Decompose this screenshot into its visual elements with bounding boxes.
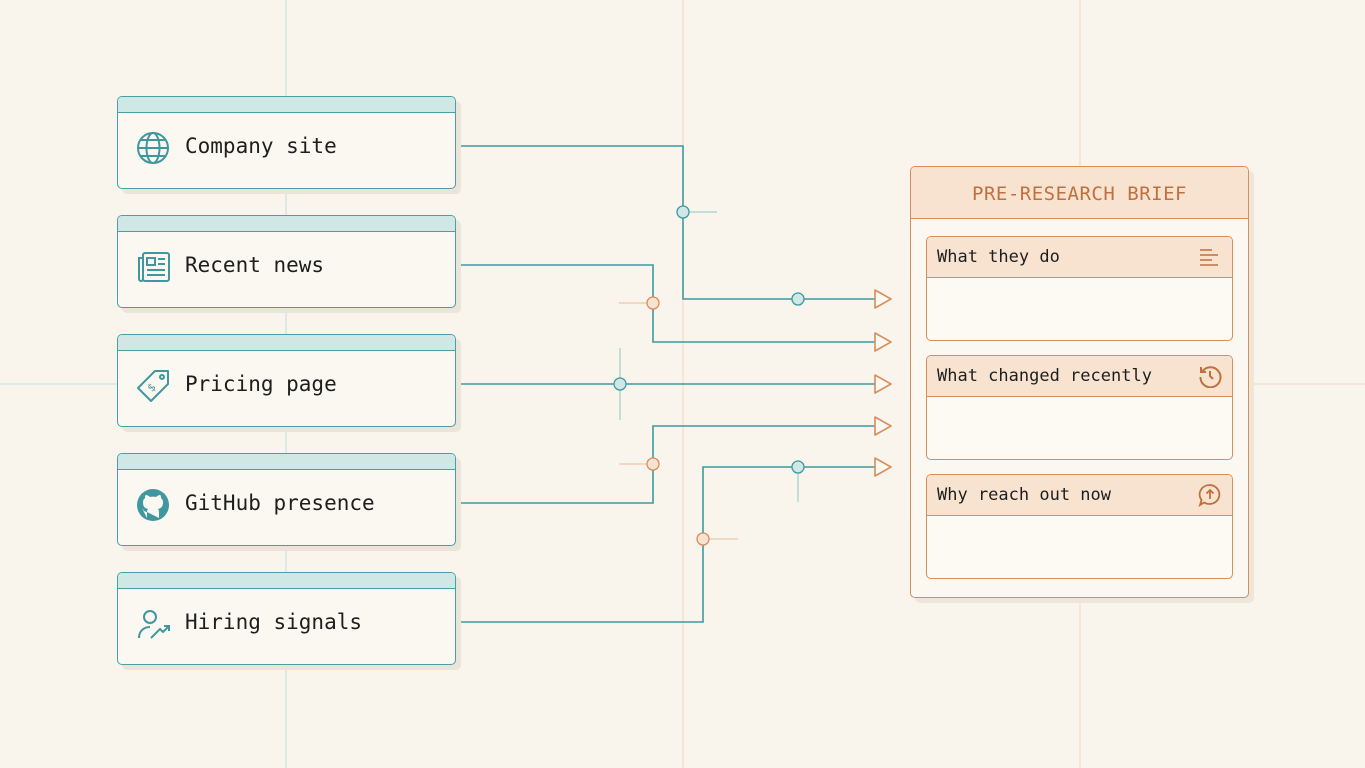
- brief-section-what-they-do[interactable]: What they do: [926, 236, 1233, 341]
- source-card-recent-news[interactable]: Recent news: [117, 215, 456, 308]
- section-title: What changed recently: [937, 366, 1152, 386]
- junction-dot: [791, 292, 805, 306]
- price-tag-icon: $: [137, 370, 169, 402]
- chat-arrow-up-icon: [1198, 484, 1221, 507]
- brief-section-why-reach-out-now[interactable]: Why reach out now: [926, 474, 1233, 579]
- github-icon: [137, 489, 169, 521]
- connector-github: [456, 425, 875, 504]
- junction-dot: [696, 532, 710, 546]
- brief-title: PRE-RESEARCH BRIEF: [911, 167, 1248, 219]
- card-header-strip: [118, 335, 455, 351]
- arrowhead-icon: [874, 332, 892, 352]
- text-lines-icon: [1200, 249, 1218, 266]
- connector-company-site: [456, 145, 875, 300]
- source-label: Recent news: [185, 253, 325, 277]
- brief-section-what-changed-recently[interactable]: What changed recently: [926, 355, 1233, 460]
- pre-research-brief-panel: PRE-RESEARCH BRIEF What they do What cha…: [910, 166, 1249, 598]
- card-header-strip: [118, 573, 455, 589]
- source-label: Hiring signals: [185, 610, 363, 634]
- source-label: Pricing page: [185, 372, 337, 396]
- source-card-hiring-signals[interactable]: Hiring signals: [117, 572, 456, 665]
- user-trending-icon: [138, 610, 170, 639]
- section-title: What they do: [937, 247, 1060, 267]
- connector-hiring: [456, 466, 875, 623]
- junction-dot: [676, 205, 690, 219]
- source-card-pricing-page[interactable]: $ Pricing page: [117, 334, 456, 427]
- history-icon: [1199, 366, 1222, 388]
- junction-dot: [646, 296, 660, 310]
- svg-text:$: $: [145, 381, 159, 395]
- globe-icon: [137, 132, 169, 164]
- card-header-strip: [118, 216, 455, 232]
- arrowhead-icon: [874, 289, 892, 309]
- source-card-github-presence[interactable]: GitHub presence: [117, 453, 456, 546]
- junction-dot: [791, 460, 805, 474]
- card-header-strip: [118, 454, 455, 470]
- arrowhead-icon: [874, 416, 892, 436]
- junction-dot: [646, 457, 660, 471]
- junction-dot: [613, 377, 627, 391]
- newspaper-icon: [138, 252, 170, 282]
- arrowhead-icon: [874, 457, 892, 477]
- arrowhead-icon: [874, 374, 892, 394]
- source-label: Company site: [185, 134, 337, 158]
- connector-recent-news: [456, 264, 875, 343]
- section-title: Why reach out now: [937, 485, 1111, 505]
- card-header-strip: [118, 97, 455, 113]
- source-label: GitHub presence: [185, 491, 375, 515]
- source-card-company-site[interactable]: Company site: [117, 96, 456, 189]
